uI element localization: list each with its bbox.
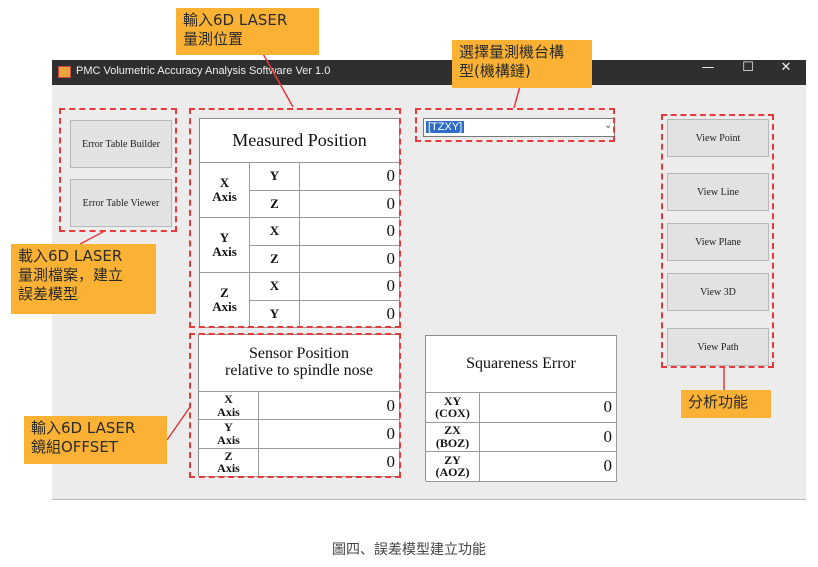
squareness-label: ZY (AOZ) [426, 452, 480, 482]
squareness-value[interactable]: 0 [480, 422, 617, 452]
app-icon [58, 66, 71, 78]
sub-axis-label: X [250, 273, 300, 301]
highlight-machine-select [415, 108, 615, 142]
close-button[interactable]: ✕ [780, 60, 792, 75]
sub-axis-label: X [250, 218, 300, 246]
sensor-axis-label: Z Axis [199, 448, 259, 477]
highlight-sensor-position [189, 333, 401, 478]
highlight-measured-position [189, 108, 401, 328]
window-title: PMC Volumetric Accuracy Analysis Softwar… [76, 65, 331, 77]
squareness-value[interactable]: 0 [480, 393, 617, 423]
window-titlebar: PMC Volumetric Accuracy Analysis Softwar… [52, 60, 806, 85]
view-line-button[interactable]: View Line [667, 173, 769, 211]
view-point-button[interactable]: View Point [667, 119, 769, 157]
sensor-offset-input[interactable]: 0 [259, 448, 400, 477]
measured-position-title: Measured Position [200, 119, 400, 163]
highlight-left-buttons [59, 108, 177, 232]
view-3d-button[interactable]: View 3D [667, 273, 769, 311]
squareness-value[interactable]: 0 [480, 452, 617, 482]
axis-label: X Axis [200, 163, 250, 218]
note-analysis-functions: 分析功能 [681, 390, 771, 418]
view-path-button[interactable]: View Path [667, 328, 769, 366]
sub-axis-label: Z [250, 245, 300, 273]
note-input-offset: 輸入6D LASER 鏡組OFFSET [24, 416, 167, 464]
squareness-label: XY (COX) [426, 393, 480, 423]
sub-axis-label: Z [250, 190, 300, 218]
measured-value-input[interactable]: 0 [300, 163, 400, 191]
axis-label: Y Axis [200, 218, 250, 273]
maximize-button[interactable]: ☐ [742, 60, 754, 75]
sensor-position-panel: Sensor Position relative to spindle nose… [198, 334, 400, 477]
sensor-position-title: Sensor Position relative to spindle nose [199, 335, 400, 392]
measured-value-input[interactable]: 0 [300, 245, 400, 273]
error-table-viewer-button[interactable]: Error Table Viewer [70, 179, 172, 227]
measured-value-input[interactable]: 0 [300, 273, 400, 301]
measured-value-input[interactable]: 0 [300, 300, 400, 328]
sub-axis-label: Y [250, 163, 300, 191]
machine-type-selected-value: [TZXY] [426, 121, 465, 133]
sensor-axis-label: Y Axis [199, 420, 259, 449]
note-input-laser-position: 輸入6D LASER 量測位置 [176, 8, 319, 55]
note-load-laser-file: 載入6D LASER 量測檔案，建立 誤差模型 [11, 244, 156, 314]
sensor-offset-input[interactable]: 0 [259, 392, 400, 421]
measured-value-input[interactable]: 0 [300, 190, 400, 218]
squareness-error-title: Squareness Error [426, 336, 617, 393]
machine-type-select[interactable]: [TZXY] ⌄ [423, 118, 615, 137]
note-select-machine-type: 選擇量測機台構 型(機構鏈) [452, 40, 592, 88]
squareness-label: ZX (BOZ) [426, 422, 480, 452]
error-table-builder-button[interactable]: Error Table Builder [70, 120, 172, 168]
sensor-offset-input[interactable]: 0 [259, 420, 400, 449]
view-plane-button[interactable]: View Plane [667, 223, 769, 261]
minimize-button[interactable]: — [701, 60, 715, 75]
sensor-axis-label: X Axis [199, 392, 259, 421]
sub-axis-label: Y [250, 300, 300, 328]
highlight-view-buttons [661, 114, 774, 368]
figure-caption: 圖四、誤差模型建立功能 [332, 542, 486, 558]
measured-value-input[interactable]: 0 [300, 218, 400, 246]
chevron-down-icon: ⌄ [604, 120, 613, 131]
